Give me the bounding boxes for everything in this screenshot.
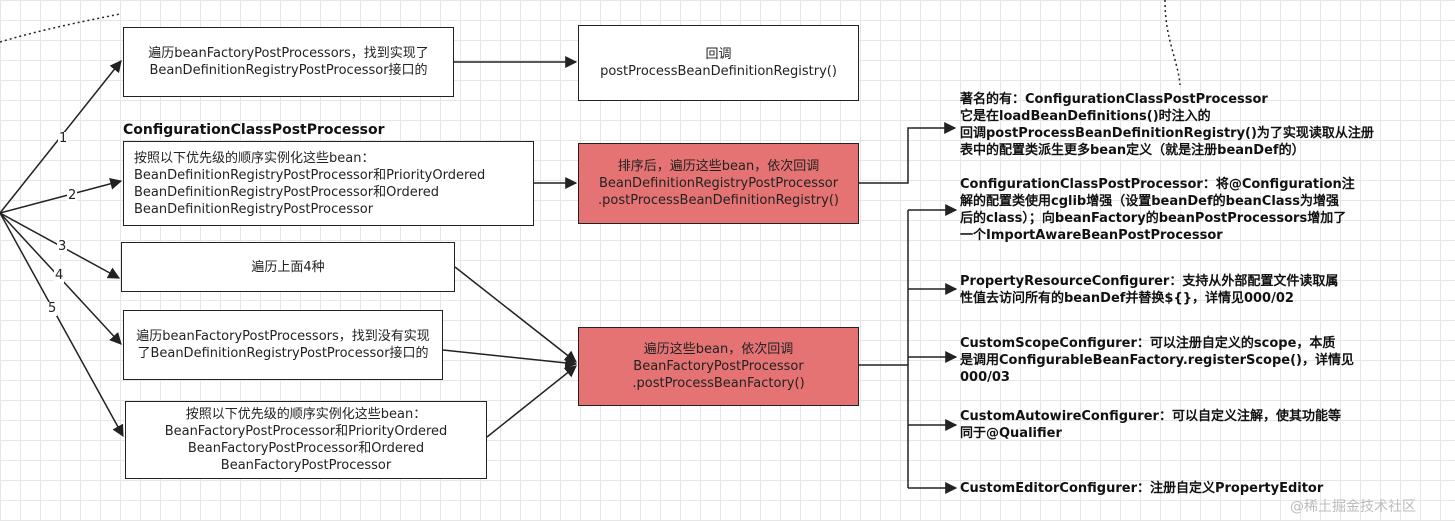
edge-label-3: 3	[57, 239, 68, 254]
box-find-non-registry-processors: 遍历beanFactoryPostProcessors，找到没有实现了BeanD…	[123, 310, 443, 380]
box-instantiate-factory-processors: 按照以下优先级的顺序实例化这些bean： BeanFactoryPostProc…	[125, 401, 487, 479]
note-famous-configuration-class-post-processor: 著名的有：ConfigurationClassPostProcessor 它是在…	[960, 92, 1374, 158]
box-title-configuration-class-post-processor: ConfigurationClassPostProcessor	[123, 122, 385, 138]
watermark: @稀土掘金技术社区	[1290, 499, 1416, 515]
box-text: 遍历上面4种	[251, 259, 325, 275]
box-text: 按照以下优先级的顺序实例化这些bean： BeanFactoryPostProc…	[164, 407, 448, 473]
edge-label-4: 4	[54, 268, 65, 283]
box-sorted-callback-registry: 排序后，遍历这些bean，依次回调 BeanDefinitionRegistry…	[578, 143, 859, 224]
box-text: 按照以下优先级的顺序实例化这些bean： BeanDefinitionRegis…	[134, 150, 486, 217]
box-find-registry-processors: 遍历beanFactoryPostProcessors，找到实现了BeanDef…	[123, 27, 454, 97]
note-property-resource-configurer: PropertyResourceConfigurer：支持从外部配置文件读取属 …	[960, 274, 1339, 306]
box-text: 遍历beanFactoryPostProcessors，找到没有实现了BeanD…	[136, 329, 430, 361]
box-text: 遍历beanFactoryPostProcessors，找到实现了BeanDef…	[148, 46, 429, 78]
note-custom-scope-configurer: CustomScopeConfigurer：可以注册自定义的scope，本质 是…	[960, 336, 1354, 385]
flow-edges	[442, 56, 958, 494]
box-text: 排序后，遍历这些bean，依次回调 BeanDefinitionRegistry…	[598, 159, 839, 208]
dotted-curve-right	[1164, 0, 1181, 86]
edge-label-2: 2	[67, 188, 78, 203]
box-text: 遍历这些bean，依次回调 BeanFactoryPostProcessor .…	[632, 342, 805, 391]
dotted-curve-left	[0, 13, 121, 43]
box-callback-registry: 回调 postProcessBeanDefinitionRegistry()	[578, 25, 859, 101]
box-callback-post-process-bean-factory: 遍历这些bean，依次回调 BeanFactoryPostProcessor .…	[578, 327, 859, 406]
box-instantiate-registry-processors: 按照以下优先级的顺序实例化这些bean： BeanDefinitionRegis…	[123, 141, 534, 226]
edge-label-1: 1	[58, 131, 69, 146]
box-text: 回调 postProcessBeanDefinitionRegistry()	[600, 47, 837, 79]
edge-label-5: 5	[47, 301, 58, 316]
note-custom-editor-configurer: CustomEditorConfigurer：注册自定义PropertyEdit…	[960, 481, 1324, 496]
note-configuration-class-post-processor: ConfigurationClassPostProcessor：将@Config…	[960, 177, 1355, 243]
note-custom-autowire-configurer: CustomAutowireConfigurer：可以自定义注解，使其功能等 同…	[960, 409, 1341, 441]
box-iterate-above-four: 遍历上面4种	[121, 242, 455, 292]
